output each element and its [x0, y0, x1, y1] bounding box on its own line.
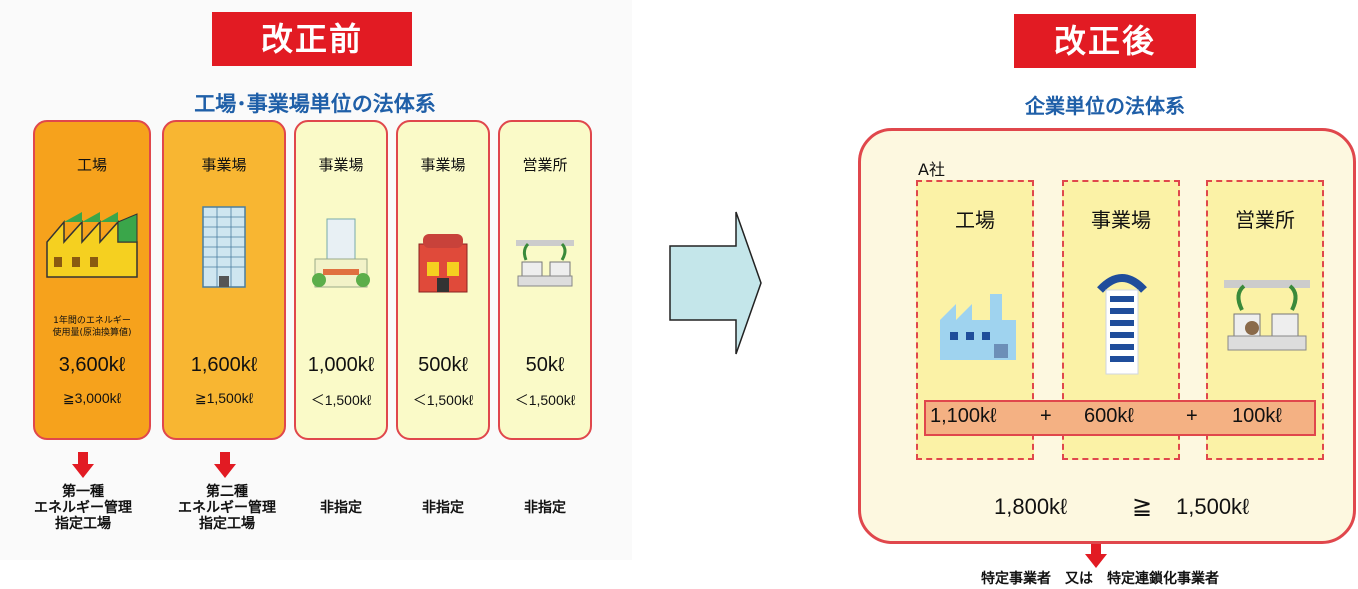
facility-value: 100kℓ	[1232, 405, 1282, 427]
before-tag: 改正前	[212, 12, 412, 66]
arrow-down-icon	[1085, 544, 1107, 568]
column-name: 事業場	[318, 156, 364, 174]
arrow-down-icon	[72, 452, 94, 478]
comparator: ≧	[1132, 492, 1153, 520]
column-sales-office: 営業所 50kℓ ＜1,500kℓ	[498, 120, 592, 440]
column-criterion: ≧3,000kℓ	[62, 390, 122, 406]
column-name: 事業場	[201, 156, 247, 174]
threshold-value: 1,500kℓ	[1176, 494, 1250, 519]
arrow-down-icon	[214, 452, 236, 478]
plus-sign: +	[1186, 405, 1198, 427]
column-office-1: 事業場 1,600kℓ ≧1,500kℓ	[162, 120, 286, 440]
facility-value: 600kℓ	[1084, 405, 1134, 427]
before-subtitle: 工場･事業場単位の法体系	[194, 92, 436, 116]
result-type1: 第一種 エネルギー管理 指定工場	[34, 484, 132, 532]
after-subtitle: 企業単位の法体系	[1025, 94, 1185, 118]
facility-name: 工場	[955, 208, 995, 232]
column-name: 工場	[76, 156, 107, 174]
facility-name: 営業所	[1235, 208, 1295, 232]
result-designation: 特定事業者 又は 特定連鎖化事業者	[981, 571, 1219, 587]
company-label: A社	[918, 160, 945, 179]
column-value: 1,000kℓ	[307, 354, 375, 376]
column-name: 営業所	[522, 156, 568, 174]
building-icon	[1097, 274, 1147, 375]
energy-sum-band	[924, 400, 1316, 436]
column-criterion: ＜1,500kℓ	[310, 392, 372, 408]
column-criterion: ＜1,500kℓ	[412, 392, 474, 408]
result-undesignated: 非指定	[422, 500, 464, 516]
shop-icon	[413, 230, 473, 300]
factory-icon	[940, 294, 1016, 360]
column-value: 500kℓ	[418, 354, 468, 376]
result-undesignated: 非指定	[320, 500, 362, 516]
column-value: 1,600kℓ	[190, 354, 258, 376]
result-undesignated: 非指定	[524, 500, 566, 516]
building-icon	[311, 214, 371, 298]
total-value: 1,800kℓ	[994, 494, 1068, 519]
plus-sign: +	[1040, 405, 1052, 427]
after-tag: 改正後	[1014, 14, 1196, 68]
office-desk-icon	[512, 232, 578, 296]
column-name: 事業場	[420, 156, 466, 174]
factory-icon	[42, 202, 142, 286]
result-type2: 第二種 エネルギー管理 指定工場	[178, 484, 276, 532]
facility-value: 1,100kℓ	[930, 405, 997, 427]
column-criterion: ≧1,500kℓ	[194, 390, 254, 406]
column-office-3: 事業場 500kℓ ＜1,500kℓ	[396, 120, 490, 440]
column-office-2: 事業場 1,000kℓ ＜1,500kℓ	[294, 120, 388, 440]
office-desk-icon	[1224, 280, 1310, 351]
transition-arrow-icon	[669, 211, 762, 355]
column-value: 50kℓ	[525, 354, 565, 376]
facility-name: 事業場	[1091, 208, 1151, 232]
usage-note: 1年間のエネルギー 使用量(原油換算値)	[52, 316, 132, 338]
building-icon	[189, 202, 259, 296]
column-value: 3,600kℓ	[58, 354, 126, 376]
column-criterion: ＜1,500kℓ	[514, 392, 576, 408]
column-factory: 工場 1年間のエネルギー 使用量(原油換算値) 3,600kℓ ≧3,000kℓ	[33, 120, 151, 440]
